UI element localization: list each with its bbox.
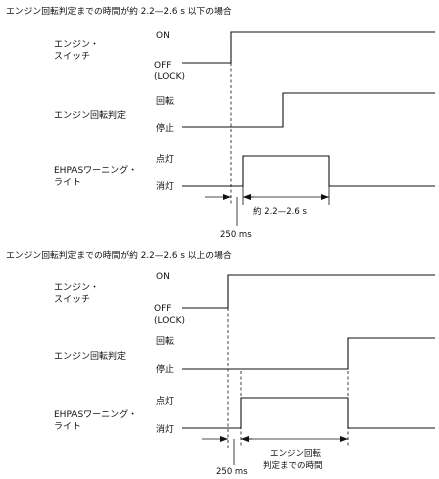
section-b-delay-label: 250 ms: [216, 467, 248, 477]
section-b-switch-label-line2: スイッチ: [54, 294, 90, 305]
section-a-switch-lock-label: (LOCK): [154, 72, 185, 82]
section-b-judge-high-label: 回転: [156, 336, 174, 347]
section-b-switch-waveform: [182, 274, 435, 309]
section-b-switch-on-label: ON: [156, 272, 170, 282]
section-b-duration-label-line1: エンジン回転: [270, 449, 322, 459]
section-b-judge-waveform: [182, 337, 435, 370]
section-a-heading: エンジン回転判定までの時間が約 2.2—2.6 s 以下の場合: [6, 5, 232, 17]
section-a-switch-label-line1: エンジン・: [54, 40, 99, 50]
section-b-judge-label: エンジン回転判定: [54, 350, 126, 362]
section-b-lamp-label-line1: EHPASワーニング・: [54, 408, 137, 420]
section-b: エンジン回転判定までの時間が約 2.2—2.6 s 以上の場合 エンジン・ スイ…: [6, 249, 435, 477]
section-b-switch-label-line1: エンジン・: [54, 283, 99, 293]
section-a-duration-label: 約 2.2—2.6 s: [253, 206, 307, 217]
section-b-lamp-label-line2: ライト: [54, 421, 81, 432]
section-a-switch-off-label: OFF: [154, 61, 171, 71]
section-a-judge-label: エンジン回転判定: [54, 109, 126, 121]
section-a-lamp-label-line1: EHPASワーニング・: [54, 164, 137, 176]
section-b-judge-low-label: 停止: [156, 363, 174, 375]
section-a-lamp-on-label: 点灯: [156, 154, 174, 165]
section-b-lamp-waveform: [182, 397, 435, 429]
section-a-switch-on-label: ON: [156, 31, 170, 41]
section-a-lamp-waveform: [182, 155, 435, 187]
section-a-switch-label-line2: スイッチ: [54, 51, 90, 62]
section-a-switch-waveform: [182, 31, 435, 64]
section-b-switch-lock-label: (LOCK): [154, 316, 185, 326]
section-a-judge-waveform: [182, 92, 435, 128]
section-b-lamp-on-label: 点灯: [156, 396, 174, 407]
section-b-switch-off-label: OFF: [154, 304, 171, 314]
section-a-lamp-label-line2: ライト: [54, 177, 81, 188]
section-b-heading: エンジン回転判定までの時間が約 2.2—2.6 s 以上の場合: [6, 249, 232, 261]
section-b-duration-label-line2: 判定までの時間: [263, 460, 323, 471]
section-a-lamp-off-label: 消灯: [156, 180, 174, 192]
section-a-judge-high-label: 回転: [156, 96, 174, 107]
section-a-judge-low-label: 停止: [156, 122, 174, 134]
section-a: エンジン回転判定までの時間が約 2.2—2.6 s 以下の場合 エンジン・ スイ…: [6, 5, 435, 240]
section-a-delay-label: 250 ms: [220, 230, 252, 240]
section-b-lamp-off-label: 消灯: [156, 423, 174, 435]
